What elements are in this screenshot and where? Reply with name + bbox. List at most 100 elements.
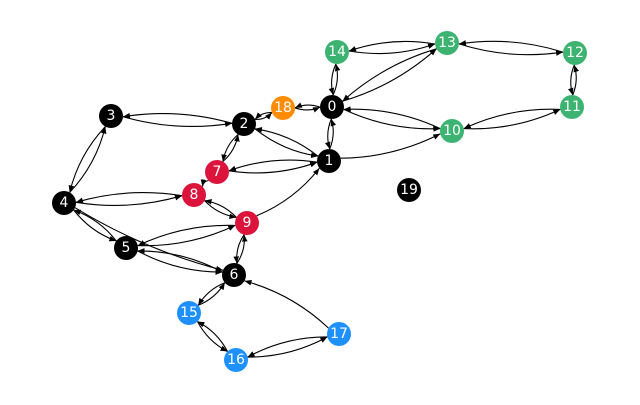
node-0-circle	[320, 95, 344, 119]
edge-7-to-1	[228, 161, 318, 174]
node-10-label: 10	[443, 123, 461, 139]
edge-6-to-5	[137, 248, 223, 273]
node-9-label: 9	[243, 215, 252, 231]
node-13: 13	[435, 31, 459, 55]
node-5-circle	[114, 236, 138, 260]
edge-5-to-4	[73, 209, 117, 242]
edge-10-to-11	[463, 108, 561, 130]
edge-5-to-6	[137, 250, 223, 275]
edge-2-to-1	[254, 128, 319, 158]
node-16: 16	[224, 348, 248, 372]
node-19: 19	[397, 178, 421, 202]
node-16-label: 16	[227, 352, 245, 368]
node-15-label: 15	[180, 305, 198, 321]
node-6: 6	[222, 263, 246, 287]
edge-12-to-13	[458, 40, 564, 53]
edge-15-to-16	[197, 321, 228, 352]
edges-layer	[68, 40, 579, 358]
node-8-circle	[182, 183, 206, 207]
edge-0-to-14	[332, 63, 341, 96]
node-3-label: 3	[107, 108, 116, 124]
node-15: 15	[177, 301, 201, 325]
edge-11-to-10	[463, 108, 561, 130]
node-10-circle	[440, 119, 464, 143]
node-12-circle	[563, 41, 587, 65]
edge-14-to-0	[328, 63, 337, 96]
edge-9-to-1	[256, 167, 320, 217]
node-1-label: 1	[325, 153, 334, 169]
node-10: 10	[440, 119, 464, 143]
node-7-label: 7	[213, 164, 222, 180]
edge-8-to-4	[75, 191, 183, 204]
edge-13-to-12	[458, 43, 564, 56]
edge-16-to-17	[247, 336, 328, 358]
edge-14-to-13	[348, 43, 436, 55]
node-2: 2	[232, 112, 256, 136]
edge-13-to-14	[348, 40, 436, 52]
node-14-label: 14	[328, 44, 346, 60]
node-17: 17	[327, 322, 351, 346]
node-17-label: 17	[330, 326, 348, 342]
node-4-label: 4	[60, 195, 69, 211]
node-16-circle	[224, 348, 248, 372]
node-15-circle	[177, 301, 201, 325]
edge-2-to-3	[122, 112, 233, 124]
edge-9-to-5	[137, 224, 236, 247]
edge-3-to-2	[122, 116, 233, 128]
node-14: 14	[325, 40, 349, 64]
edge-1-to-2	[254, 127, 319, 157]
node-7: 7	[205, 160, 229, 184]
edge-9-to-8	[204, 198, 237, 218]
node-11-circle	[560, 95, 584, 119]
node-2-circle	[232, 112, 256, 136]
edge-17-to-16	[247, 336, 328, 358]
edge-1-to-7	[228, 159, 318, 172]
node-4: 4	[52, 191, 76, 215]
node-5-label: 5	[122, 240, 131, 256]
edge-4-to-3	[69, 126, 107, 193]
node-18-circle	[271, 96, 295, 120]
node-0: 0	[320, 95, 344, 119]
node-3: 3	[99, 104, 123, 128]
edge-4-to-5	[73, 209, 117, 242]
edge-10-to-0	[343, 106, 441, 130]
node-3-circle	[99, 104, 123, 128]
node-9-circle	[235, 211, 259, 235]
edge-6-to-15	[197, 282, 226, 306]
edge-11-to-12	[572, 64, 579, 96]
edge-2-to-18	[255, 112, 273, 120]
node-0-label: 0	[328, 99, 337, 115]
edge-15-to-6	[197, 282, 226, 306]
node-11-label: 11	[563, 99, 581, 115]
node-18-label: 18	[274, 100, 292, 116]
edge-3-to-4	[68, 126, 106, 193]
edge-7-to-2	[222, 134, 240, 162]
node-8-label: 8	[190, 187, 199, 203]
edge-13-to-0	[342, 48, 437, 102]
edge-18-to-2	[254, 112, 272, 120]
edge-6-to-9	[236, 234, 248, 264]
node-6-label: 6	[230, 267, 239, 283]
node-13-circle	[435, 31, 459, 55]
node-14-circle	[325, 40, 349, 64]
node-4-circle	[52, 191, 76, 215]
node-9: 9	[235, 211, 259, 235]
edge-0-to-10	[343, 108, 441, 132]
edge-0-to-18	[294, 102, 321, 109]
edge-8-to-9	[204, 200, 237, 220]
node-18: 18	[271, 96, 295, 120]
node-12: 12	[563, 41, 587, 65]
edge-0-to-1	[325, 118, 332, 150]
node-1: 1	[317, 149, 341, 173]
node-19-circle	[397, 178, 421, 202]
edge-1-to-10	[340, 133, 441, 159]
edge-0-to-13	[342, 48, 437, 102]
edge-4-to-6	[74, 207, 224, 272]
edge-4-to-8	[75, 194, 183, 207]
node-12-label: 12	[566, 45, 584, 61]
edge-2-to-7	[221, 134, 239, 162]
node-6-circle	[222, 263, 246, 287]
edge-1-to-0	[329, 118, 336, 150]
